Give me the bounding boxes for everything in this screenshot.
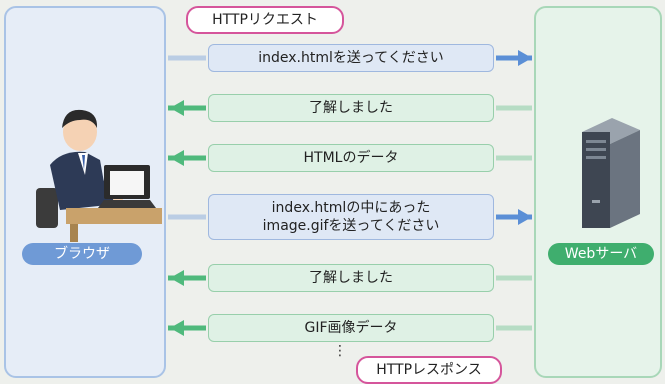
- browser-label: ブラウザ: [22, 243, 142, 265]
- arrow-layer: [168, 50, 532, 336]
- arrow-left-icon: [170, 100, 184, 116]
- message-html-data: HTMLのデータ: [208, 144, 494, 172]
- message-ack-2: 了解しました: [208, 264, 494, 292]
- chair-icon: [36, 188, 58, 228]
- person-head: [63, 113, 97, 151]
- http-request-callout: HTTPリクエスト: [186, 6, 344, 34]
- arrow-left-icon: [170, 320, 184, 336]
- arrow-left-icon: [170, 150, 184, 166]
- message-request-index: index.htmlを送ってください: [208, 44, 494, 72]
- arrow-right-icon: [518, 50, 532, 66]
- server-icon: [582, 118, 640, 228]
- arrow-right-icon: [518, 209, 532, 225]
- server-label: Webサーバ: [548, 243, 654, 265]
- http-response-callout: HTTPレスポンス: [356, 356, 502, 384]
- ellipsis: ⋮: [333, 343, 347, 359]
- message-request-image: index.htmlの中にあった image.gifを送ってください: [208, 194, 494, 240]
- arrow-left-icon: [170, 270, 184, 286]
- message-ack-1: 了解しました: [208, 94, 494, 122]
- person-body: [50, 151, 108, 210]
- message-gif-data: GIF画像データ: [208, 314, 494, 342]
- desk: [66, 208, 162, 224]
- person-illustration: [36, 109, 162, 242]
